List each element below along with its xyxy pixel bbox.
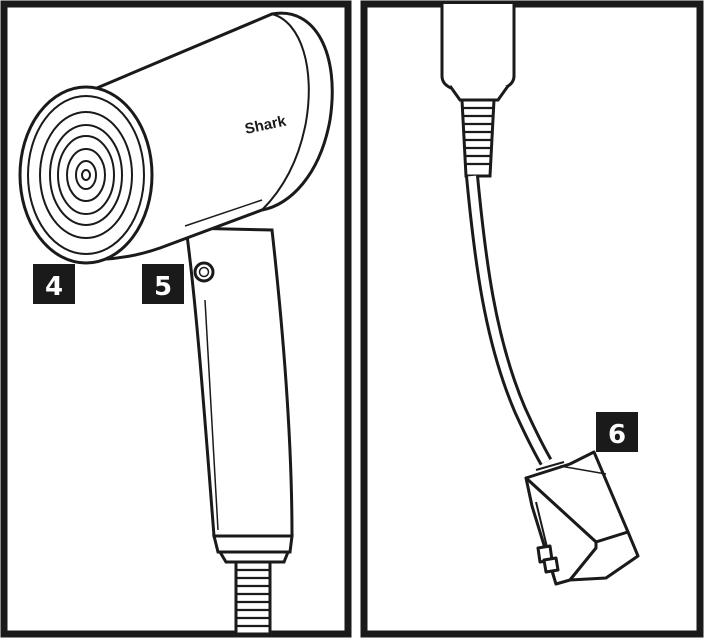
cord-illustration: 6 [360, 0, 704, 638]
svg-text:6: 6 [608, 420, 626, 450]
panel-cord: 6 [360, 0, 704, 638]
nozzle-front [20, 87, 152, 263]
svg-text:5: 5 [154, 272, 172, 302]
cord-strain-relief-right [462, 100, 494, 176]
cord-strain-relief [236, 562, 270, 634]
svg-text:4: 4 [45, 272, 63, 302]
callout-6: 6 [596, 412, 638, 452]
handle-collar [214, 536, 292, 552]
dryer-illustration: Shark 4 5 [0, 0, 352, 638]
callout-5: 5 [142, 264, 184, 304]
power-cord [472, 176, 546, 462]
handle-bottom [442, 4, 514, 92]
callout-4: 4 [33, 264, 75, 304]
power-plug [526, 452, 638, 584]
panel-dryer: Shark 4 5 [0, 0, 352, 638]
panel-frame-right [364, 4, 700, 634]
power-button [195, 263, 213, 281]
